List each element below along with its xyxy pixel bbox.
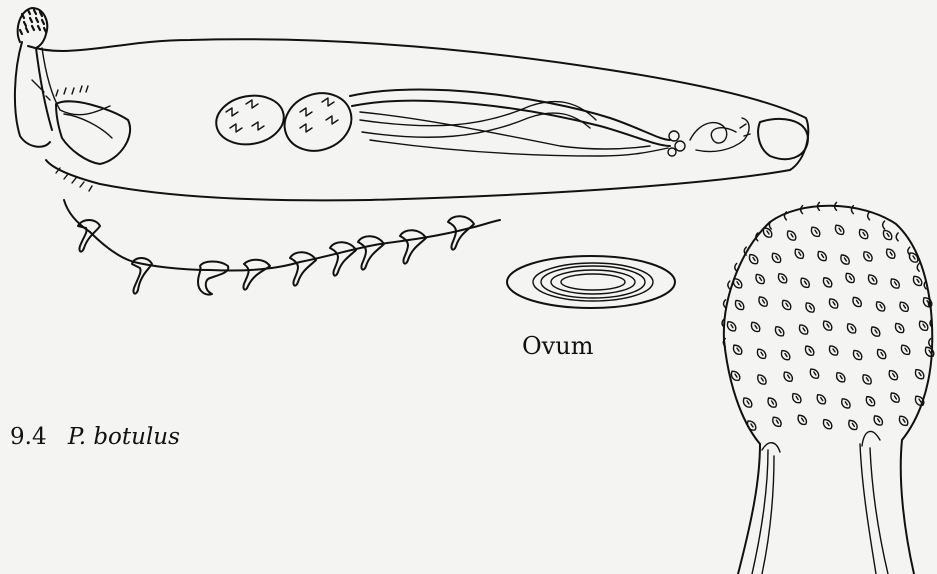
hook-mark [919, 321, 927, 330]
hook-mark [849, 420, 857, 429]
hook-mark [924, 281, 926, 289]
hook-mark [883, 221, 885, 229]
testes [212, 84, 359, 160]
hook-mark [759, 297, 767, 306]
hook-mark [801, 278, 809, 287]
hook-mark [859, 229, 867, 238]
hook-mark [798, 415, 806, 424]
hook-mark [724, 300, 726, 308]
hook-mark [829, 346, 837, 355]
hook-mark [883, 230, 891, 239]
hook-mark [899, 416, 907, 425]
hook-mark [731, 371, 739, 380]
proboscis-hooks [722, 202, 934, 430]
hook-mark [841, 255, 849, 264]
hook-mark [775, 327, 783, 336]
hook-mark [901, 345, 909, 354]
hook-series [64, 200, 500, 295]
hook-mark [896, 233, 898, 241]
hook-mark [891, 279, 899, 288]
hook-mark [818, 251, 826, 260]
hook-mark [806, 303, 814, 312]
hook-mark [772, 253, 780, 262]
hook-mark [887, 249, 895, 258]
hook-mark [758, 375, 766, 384]
hook-mark [871, 327, 879, 336]
hook-mark [781, 351, 789, 360]
hook-mark [823, 420, 831, 429]
hook-mark [917, 263, 919, 271]
hook-mark [853, 297, 861, 306]
hook-mark [778, 274, 786, 283]
hook-mark [908, 247, 910, 255]
hook-mark [756, 274, 764, 283]
hook-mark [846, 273, 854, 282]
hook-mark [733, 345, 741, 354]
hook-mark [864, 252, 872, 261]
hook-mark [749, 255, 757, 264]
figure-caption: 9.4 P. botulus [10, 424, 180, 450]
hook-mark [835, 225, 843, 234]
species-name: P. botulus [68, 424, 180, 450]
hook-mark [757, 349, 765, 358]
hook-mark [817, 395, 825, 404]
hook-mark [743, 398, 751, 407]
hook-mark [784, 372, 792, 381]
hook-mark [795, 249, 803, 258]
proboscis-enlarged [722, 202, 934, 574]
ovum-label: Ovum [522, 332, 593, 360]
hook-mark [915, 370, 923, 379]
hook-mark [735, 263, 737, 271]
hook-mark [727, 322, 735, 331]
ovum-drawing [507, 256, 675, 308]
reproductive-tract [350, 90, 808, 160]
hook-mark [768, 398, 776, 407]
hook-mark [847, 324, 855, 333]
hook-mark [793, 394, 801, 403]
hook-mark [784, 212, 786, 220]
hook-mark [763, 228, 771, 237]
hook-mark [728, 281, 730, 289]
hook-mark [782, 300, 790, 309]
hook-mark [773, 417, 781, 426]
hook-mark [900, 302, 908, 311]
hook-mark [735, 300, 743, 309]
hook-mark [891, 393, 899, 402]
hook-mark [799, 325, 807, 334]
proboscis-small [15, 8, 130, 164]
hook-mark [863, 375, 871, 384]
hook-mark [853, 350, 861, 359]
hook-mark [876, 302, 884, 311]
hook-mark [868, 212, 870, 220]
hook-mark [929, 338, 931, 346]
hook-mark [837, 373, 845, 382]
hook-mark [868, 275, 876, 284]
hook-mark [811, 227, 819, 236]
figure-number: 9.4 [10, 424, 47, 450]
hook-mark [842, 399, 850, 408]
hook-mark [805, 346, 813, 355]
hook-mark [769, 221, 771, 229]
hook-mark [823, 278, 831, 287]
hook-mark [877, 349, 885, 358]
hook-mark [866, 397, 874, 406]
hook-mark [913, 276, 921, 285]
hook-mark [889, 371, 897, 380]
hook-mark [874, 416, 882, 425]
hook-mark [751, 322, 759, 331]
hook-mark [787, 231, 795, 240]
hook-mark [801, 206, 803, 214]
hook-mark [895, 323, 903, 332]
hook-mark [851, 206, 853, 214]
hook-mark [823, 321, 831, 330]
hook-mark [829, 299, 837, 308]
hook-mark [810, 369, 818, 378]
